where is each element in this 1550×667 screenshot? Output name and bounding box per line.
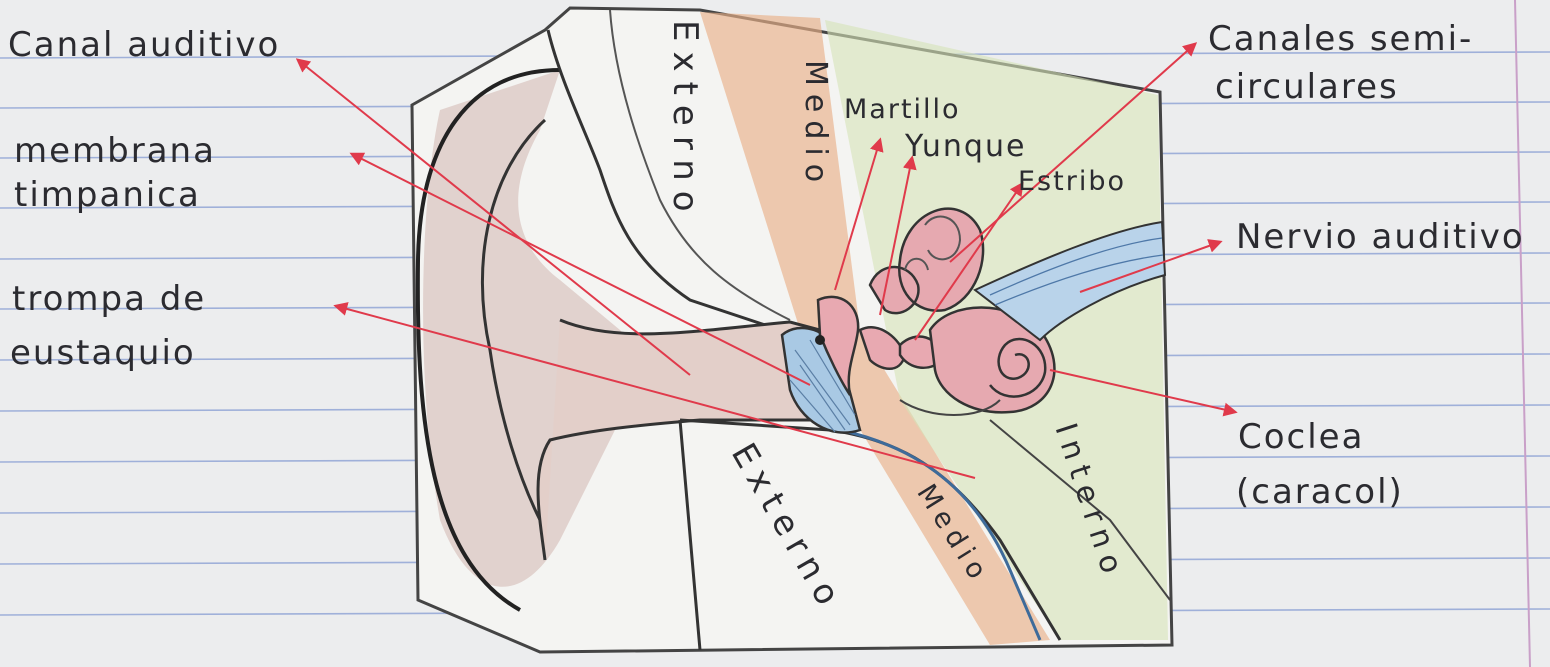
label-membrana-line2: timpanica [14, 178, 201, 212]
label-estribo: Estribo [1018, 168, 1126, 195]
label-coclea-line2: (caracol) [1236, 475, 1404, 509]
region-externo-top: Externo [668, 20, 702, 222]
label-canales-line2: circulares [1215, 70, 1399, 104]
label-membrana-line1: membrana [14, 134, 216, 168]
region-medio-top: Medio [800, 60, 830, 190]
label-yunque: Yunque [905, 132, 1026, 162]
label-coclea-line1: Coclea [1238, 420, 1364, 454]
label-canal-auditivo: Canal auditivo [8, 28, 280, 62]
malleus-head [815, 335, 825, 345]
label-trompa-line2: eustaquio [10, 336, 196, 370]
margin-line [1515, 0, 1530, 667]
label-canales-line1: Canales semi- [1208, 22, 1473, 56]
label-martillo: Martillo [844, 96, 961, 123]
label-nervio-auditivo: Nervio auditivo [1236, 220, 1525, 254]
label-trompa-line1: trompa de [12, 282, 206, 316]
